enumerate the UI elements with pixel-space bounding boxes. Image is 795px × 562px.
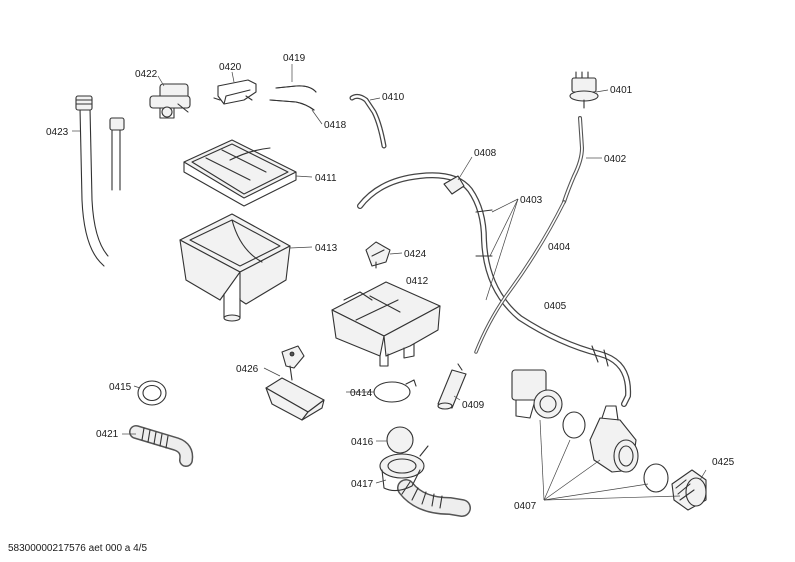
label-0423: 0423 bbox=[46, 127, 69, 138]
label-0414: 0414 bbox=[350, 388, 373, 399]
part-0409-air-trap bbox=[437, 363, 467, 410]
part-0402-pressure-tube bbox=[562, 116, 585, 204]
part-0403-hose-clips bbox=[475, 209, 609, 367]
label-0413: 0413 bbox=[315, 243, 338, 254]
part-0408-hose-bracket bbox=[443, 175, 465, 195]
part-0414-clamp bbox=[373, 379, 417, 403]
footer-document-id: 58300000217576 aet 000 a 4/5 bbox=[8, 543, 147, 554]
part-0418-hose bbox=[269, 99, 315, 111]
part-0401-pressure-switch bbox=[569, 71, 599, 109]
label-0403: 0403 bbox=[520, 195, 543, 206]
part-0421-bellows-hose bbox=[129, 425, 194, 467]
leader-lines bbox=[72, 64, 707, 501]
part-0416-ball bbox=[386, 426, 414, 454]
part-0413-dispenser-housing bbox=[179, 213, 291, 322]
part-0407-filter-ring bbox=[643, 463, 669, 493]
label-0422: 0422 bbox=[135, 69, 158, 80]
part-0411-cover-frame bbox=[183, 139, 297, 207]
part-0425-drain-filter bbox=[671, 469, 707, 511]
part-0404-air-tube bbox=[474, 200, 566, 354]
label-0411: 0411 bbox=[315, 173, 337, 184]
part-0426-container bbox=[265, 345, 325, 421]
label-0415: 0415 bbox=[109, 382, 132, 393]
part-0405-drain-hose bbox=[357, 172, 632, 407]
label-0420: 0420 bbox=[219, 62, 242, 73]
part-0420-bracket bbox=[213, 79, 257, 105]
part-0410-hose bbox=[349, 93, 387, 149]
label-0425: 0425 bbox=[712, 457, 735, 468]
part-0412-tray bbox=[331, 281, 441, 367]
part-0407-pump-ring bbox=[562, 411, 586, 439]
part-0417-sump-hose bbox=[379, 445, 471, 517]
label-0408: 0408 bbox=[474, 148, 497, 159]
label-0421: 0421 bbox=[96, 429, 119, 440]
label-0407: 0407 bbox=[514, 501, 537, 512]
part-0419-hose bbox=[275, 85, 317, 93]
label-0402: 0402 bbox=[604, 154, 627, 165]
label-0416: 0416 bbox=[351, 437, 374, 448]
label-0417: 0417 bbox=[351, 479, 374, 490]
label-0418: 0418 bbox=[324, 120, 347, 131]
label-0405: 0405 bbox=[544, 301, 567, 312]
label-0426: 0426 bbox=[236, 364, 259, 375]
part-0424-clip bbox=[365, 241, 391, 269]
label-0419: 0419 bbox=[283, 53, 306, 64]
label-0401: 0401 bbox=[610, 85, 633, 96]
part-0415-ring bbox=[137, 380, 167, 406]
label-0424: 0424 bbox=[404, 249, 427, 260]
part-0422-inlet-valve bbox=[149, 83, 191, 119]
label-0404: 0404 bbox=[548, 242, 571, 253]
label-0410: 0410 bbox=[382, 92, 405, 103]
part-0407-pump-motor bbox=[511, 369, 563, 419]
part-0423-inlet-hose bbox=[75, 95, 125, 267]
label-0412: 0412 bbox=[406, 276, 429, 287]
part-0407-pump-housing bbox=[589, 405, 639, 473]
label-0409: 0409 bbox=[462, 400, 485, 411]
